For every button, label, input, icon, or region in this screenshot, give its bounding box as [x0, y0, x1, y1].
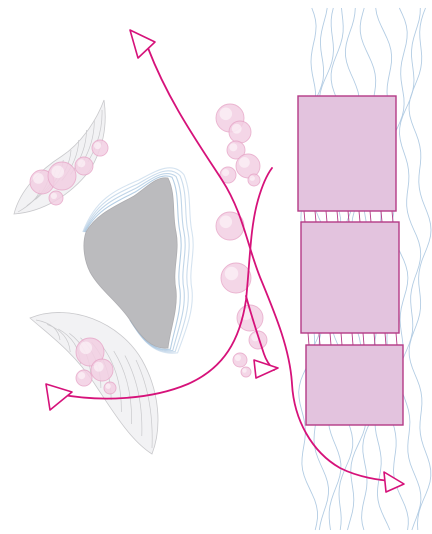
- circle-node-icon: [49, 191, 63, 205]
- circle-node-icon: [104, 382, 116, 394]
- circle-node-icon: [248, 174, 260, 186]
- building-blocks: [298, 96, 403, 425]
- circle-node-icon: [92, 140, 108, 156]
- contour-line: [409, 8, 431, 530]
- circle-node-icon: [241, 367, 251, 377]
- building-block-middle: [301, 222, 399, 333]
- building-block-top: [298, 96, 396, 211]
- circle-node-icon: [75, 157, 93, 175]
- circle-node-icon: [233, 353, 247, 367]
- circle-node-icon: [229, 121, 251, 143]
- circle-node-icon: [76, 370, 92, 386]
- triangle-arrow-icon: [254, 360, 278, 378]
- circle-node-icon: [48, 162, 76, 190]
- circle-node-icon: [91, 359, 113, 381]
- triangle-arrow-icon: [46, 384, 72, 410]
- building-block-bottom: [306, 345, 403, 425]
